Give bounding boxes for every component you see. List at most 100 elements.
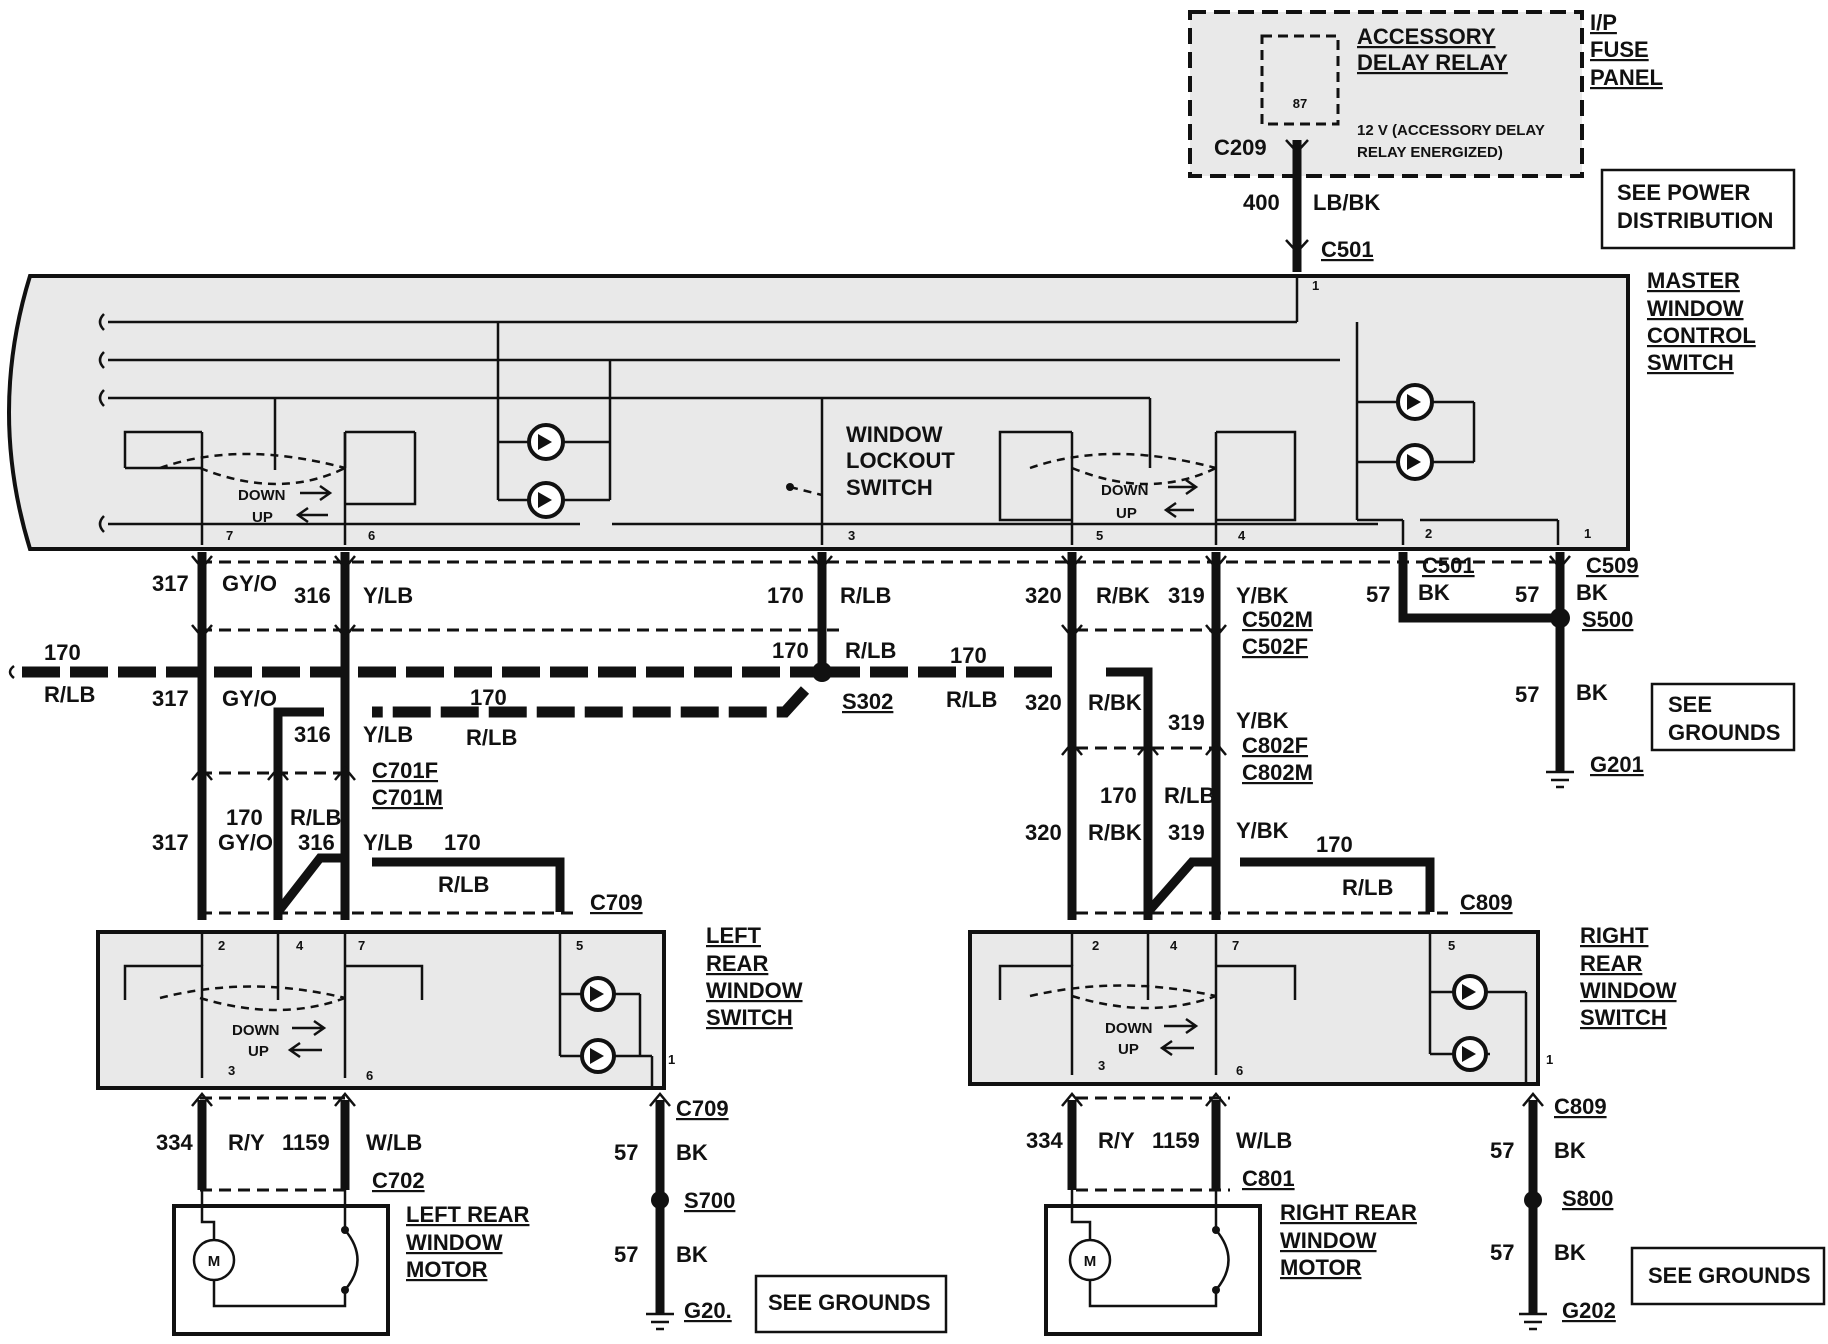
circuit-317-mid: 317 <box>152 686 189 711</box>
color-bk-g201: BK <box>1576 680 1608 705</box>
relay-note-1: 12 V (ACCESSORY DELAY <box>1357 122 1545 139</box>
color-bk-left-2: BK <box>676 1242 708 1267</box>
circuit-170-top: 170 <box>767 583 804 608</box>
connector-c709-bottom: C709 <box>676 1096 729 1121</box>
splice-s700 <box>651 1191 669 1209</box>
left-switch-up: UP <box>248 1043 269 1060</box>
circuit-57-c501: 57 <box>1366 582 1390 607</box>
splice-s302-label: S302 <box>842 689 893 714</box>
left-switch-down: DOWN <box>232 1022 280 1039</box>
color-r-lb-top: R/LB <box>840 583 891 608</box>
color-r-bk-mid: R/BK <box>1088 690 1142 715</box>
fuse-panel-label-2: FUSE <box>1590 37 1649 62</box>
master-label-1: MASTER <box>1647 268 1740 293</box>
wire-57-c501 <box>1398 552 1560 623</box>
circuit-334-left: 334 <box>156 1130 193 1155</box>
circuit-400: 400 <box>1243 190 1280 215</box>
color-r-bk-top: R/BK <box>1096 583 1150 608</box>
color-gy-o-low: GY/O <box>218 830 273 855</box>
color-r-lb-mid-left: R/LB <box>466 725 517 750</box>
see-grounds-box-3 <box>1630 1246 1826 1306</box>
color-y-lb-low: Y/LB <box>363 830 413 855</box>
wire-170-left-down <box>273 707 324 920</box>
color-gy-o-mid: GY/O <box>222 686 277 711</box>
left-pin-3: 3 <box>228 1063 235 1078</box>
ground-g202: G202 <box>1562 1298 1616 1323</box>
relay-box <box>1260 34 1340 126</box>
color-r-lb-lamp-left: R/LB <box>438 872 489 897</box>
see-grounds-1-line-2: GROUNDS <box>1668 720 1780 745</box>
right-pin-2: 2 <box>1092 938 1099 953</box>
connector-c502f: C502F <box>1242 634 1308 659</box>
see-grounds-3: SEE GROUNDS <box>1648 1263 1811 1288</box>
circuit-57-left-1: 57 <box>614 1140 638 1165</box>
connector-c701m: C701M <box>372 785 443 810</box>
connector-c809-bottom: C809 <box>1554 1094 1607 1119</box>
right-pin-7: 7 <box>1232 938 1239 953</box>
right-switch-label-1: RIGHT <box>1580 923 1649 948</box>
master-pin-1: 1 <box>1584 526 1591 541</box>
circuit-170-low-right: 170 <box>1100 783 1137 808</box>
master-pin-6: 6 <box>368 528 375 543</box>
color-r-lb-s302: R/LB <box>845 638 896 663</box>
left-switch-label-3: WINDOW <box>706 978 803 1003</box>
circuit-57-right-1: 57 <box>1490 1138 1514 1163</box>
master-up-right: UP <box>1116 505 1137 522</box>
color-w-lb-left: W/LB <box>366 1130 422 1155</box>
color-bk-right-1: BK <box>1554 1138 1586 1163</box>
master-feed-pin-1: 1 <box>1312 278 1319 293</box>
connector-c209: C209 <box>1214 135 1267 160</box>
splice-s800 <box>1524 1191 1542 1209</box>
color-y-bk-mid: Y/BK <box>1236 708 1289 733</box>
circuit-170-lamp-left: 170 <box>444 830 481 855</box>
circuit-170-bus-left: 170 <box>44 640 81 665</box>
right-switch-label-4: SWITCH <box>1580 1005 1667 1030</box>
splice-s500 <box>1550 608 1570 628</box>
left-pin-2: 2 <box>218 938 225 953</box>
connector-c501-top: C501 <box>1321 237 1374 262</box>
color-r-lb-low-right: R/LB <box>1164 783 1215 808</box>
right-motor-label-1: RIGHT REAR <box>1280 1200 1417 1225</box>
splice-s700-label: S700 <box>684 1188 735 1213</box>
right-rear-window-switch: DOWN UP 2 4 7 5 3 6 1 RIGHT REAR WINDOW … <box>968 923 1677 1086</box>
see-power-distribution-box <box>1600 168 1796 250</box>
circuit-170-s302: 170 <box>772 638 809 663</box>
connector-c709-top: C709 <box>590 890 643 915</box>
relay-title-2: DELAY RELAY <box>1357 50 1508 75</box>
right-switch-up: UP <box>1118 1041 1139 1058</box>
left-pin-1: 1 <box>668 1052 675 1067</box>
master-pin-4: 4 <box>1238 528 1246 543</box>
connector-c809-top: C809 <box>1460 890 1513 915</box>
c501-terminal <box>1285 239 1309 254</box>
wire-170-left-lamp <box>372 857 565 912</box>
see-grounds-box-1 <box>1650 682 1796 752</box>
color-r-lb-bus-left: R/LB <box>44 682 95 707</box>
circuit-316-low: 316 <box>298 830 335 855</box>
master-window-control-switch: MASTER WINDOW CONTROL SWITCH DOWN UP <box>7 268 1756 551</box>
circuit-316-mid: 316 <box>294 722 331 747</box>
see-grounds-box-2 <box>754 1274 948 1334</box>
left-pin-4: 4 <box>296 938 304 953</box>
circuit-57-left-2: 57 <box>614 1242 638 1267</box>
circuit-319-top: 319 <box>1168 583 1205 608</box>
master-label-3: CONTROL <box>1647 323 1756 348</box>
right-pin-4: 4 <box>1170 938 1178 953</box>
right-pin-1: 1 <box>1546 1052 1553 1067</box>
right-pin-6: 6 <box>1236 1063 1243 1078</box>
ground-g20: G20. <box>684 1298 732 1323</box>
connector-c509: C509 <box>1586 553 1639 578</box>
circuit-317-top: 317 <box>152 571 189 596</box>
connector-c501: C501 <box>1422 553 1475 578</box>
color-r-y-right: R/Y <box>1098 1128 1135 1153</box>
master-label-4: SWITCH <box>1647 350 1734 375</box>
master-pin-2: 2 <box>1425 526 1432 541</box>
see-power-line-2: DISTRIBUTION <box>1617 208 1773 233</box>
right-switch-box <box>968 930 1540 1086</box>
color-y-bk-low: Y/BK <box>1236 818 1289 843</box>
color-r-lb-lamp-right: R/LB <box>1342 875 1393 900</box>
circuit-57-g201: 57 <box>1515 682 1539 707</box>
fuse-panel-label-1: I/P <box>1590 10 1617 35</box>
circuit-57-right-2: 57 <box>1490 1240 1514 1265</box>
left-motor-label-1: LEFT REAR <box>406 1202 530 1227</box>
fuse-panel-box <box>1188 10 1584 178</box>
